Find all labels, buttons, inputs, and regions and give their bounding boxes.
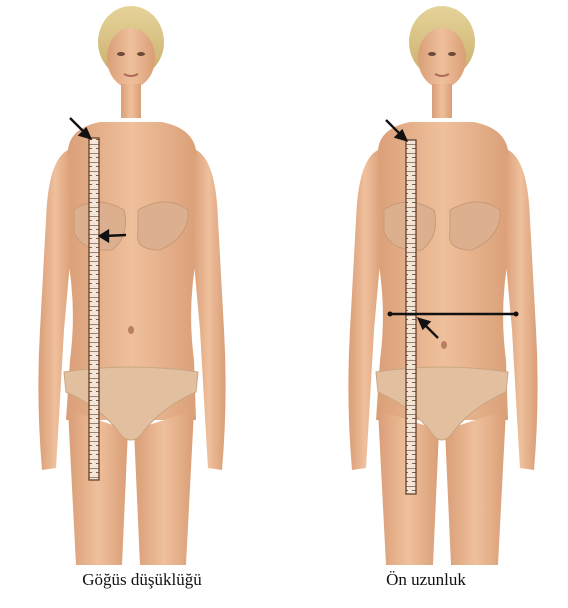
right-leg xyxy=(445,410,506,565)
figure-illustration xyxy=(0,0,284,565)
right-leg xyxy=(134,410,194,565)
figure-panel-front-length: Ön uzunluk xyxy=(284,0,568,608)
right-arm xyxy=(504,150,538,470)
figure-panel-bust-drop: Göğüs düşüklüğü xyxy=(0,0,284,608)
figure-illustration xyxy=(284,0,568,565)
left-arm xyxy=(38,150,72,470)
measuring-tape xyxy=(89,138,99,480)
bra-cup-left xyxy=(74,202,126,250)
head xyxy=(107,28,155,88)
figure-caption-front-length: Ön uzunluk xyxy=(284,570,568,590)
neck xyxy=(121,84,141,118)
left-arm xyxy=(348,150,382,470)
head xyxy=(418,28,466,88)
neck xyxy=(432,84,452,118)
figure-caption-bust-drop: Göğüs düşüklüğü xyxy=(0,570,284,590)
navel xyxy=(128,326,134,334)
right-arm xyxy=(192,150,226,470)
measuring-tape-vertical xyxy=(406,140,416,494)
navel xyxy=(441,341,447,349)
